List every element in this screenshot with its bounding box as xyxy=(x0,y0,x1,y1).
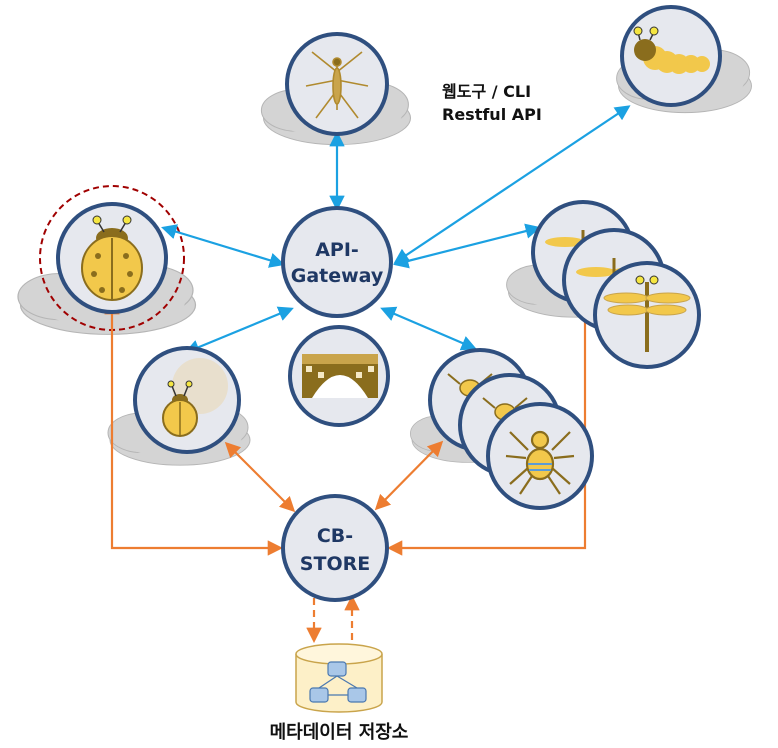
metadata-store-label: 메타데이터 저장소 xyxy=(270,722,409,743)
node-spider-3[interactable] xyxy=(486,402,594,510)
caterpillar-icon xyxy=(633,26,710,74)
orange-arrows xyxy=(104,298,587,644)
arrow-gateway-lower-right xyxy=(380,306,477,351)
cb-store-label-line2: STORE xyxy=(300,553,370,575)
node-ladybug[interactable] xyxy=(56,202,168,314)
beetle-icon xyxy=(162,358,228,437)
arrow-gateway-left xyxy=(161,224,285,268)
node-dragonfly-3[interactable] xyxy=(593,261,701,369)
node-cb-store[interactable]: CB- STORE xyxy=(281,494,389,602)
arrow-right-to-store xyxy=(386,298,587,556)
web-cli-label: 웹도구 / CLI xyxy=(442,82,531,101)
arrow-left-to-store xyxy=(104,298,284,556)
dragonfly-icon xyxy=(603,275,691,352)
api-gateway-label-line1: API- xyxy=(315,239,359,261)
spider-icon xyxy=(505,430,575,495)
ladybug-icon xyxy=(81,215,143,301)
node-beetle[interactable] xyxy=(133,346,241,454)
database-icon xyxy=(309,661,367,703)
arrow-gateway-right xyxy=(393,223,541,269)
restful-api-label: Restful API xyxy=(442,105,542,124)
mosquito-icon xyxy=(305,51,369,119)
node-bridge[interactable] xyxy=(288,325,390,427)
cb-store-label-line1: CB- xyxy=(317,525,353,547)
node-caterpillar[interactable] xyxy=(620,5,722,107)
metadata-database[interactable] xyxy=(295,643,383,713)
arrow-gateway-center-left xyxy=(184,306,294,355)
arrow-store-center-left xyxy=(224,441,296,513)
api-gateway-label-line2: Gateway xyxy=(291,265,384,287)
node-api-gateway[interactable]: API- Gateway xyxy=(281,206,393,318)
node-mosquito[interactable] xyxy=(285,32,389,136)
arrow-store-lower-right xyxy=(374,440,444,511)
bridge-icon xyxy=(302,354,378,398)
